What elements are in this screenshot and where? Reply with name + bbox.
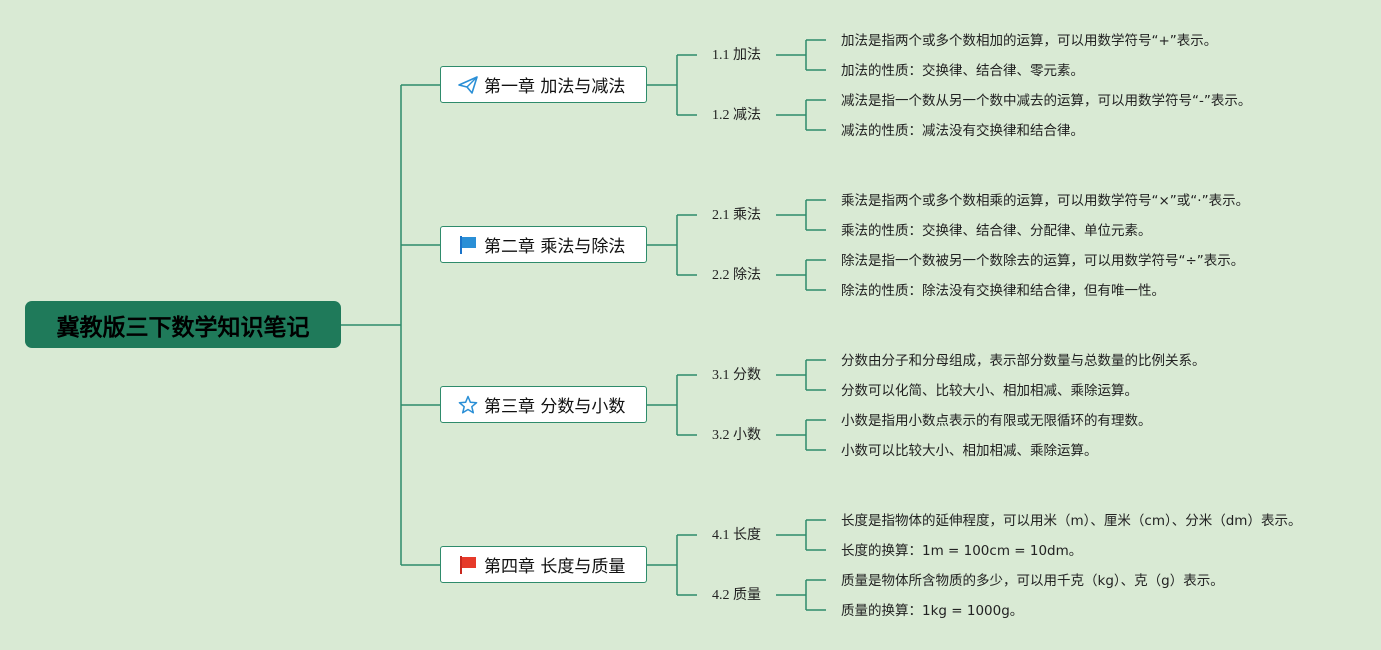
section-3-1[interactable]: 3.1 分数 [712,368,761,383]
note-1-2-b[interactable]: 减法的性质：减法没有交换律和结合律。 [841,123,1084,139]
chapter-2-label: 第二章 乘法与除法 [484,237,626,257]
note-3-2-b[interactable]: 小数可以比较大小、相加相减、乘除运算。 [841,443,1098,459]
section-3-2[interactable]: 3.2 小数 [712,428,761,443]
blue-flag-icon [458,235,478,255]
paper-plane-icon [458,75,478,95]
chapter-4-label: 第四章 长度与质量 [484,557,626,577]
note-2-2-b[interactable]: 除法的性质：除法没有交换律和结合律，但有唯一性。 [841,283,1165,299]
section-1-1[interactable]: 1.1 加法 [712,48,761,63]
root-title: 冀教版三下数学知识笔记 [56,314,310,341]
note-2-2-a[interactable]: 除法是指一个数被另一个数除去的运算，可以用数学符号“÷”表示。 [841,253,1245,269]
chapter-1-label: 第一章 加法与减法 [484,77,626,97]
note-1-2-a[interactable]: 减法是指一个数从另一个数中减去的运算，可以用数学符号“-”表示。 [841,93,1252,109]
chapter-1-node[interactable]: 第一章 加法与减法 [440,66,647,103]
section-4-1[interactable]: 4.1 长度 [712,528,761,543]
section-1-2[interactable]: 1.2 减法 [712,108,761,123]
section-2-2[interactable]: 2.2 除法 [712,268,761,283]
chapter-4-node[interactable]: 第四章 长度与质量 [440,546,647,583]
root-topic[interactable]: 冀教版三下数学知识笔记 [25,301,341,348]
note-2-1-b[interactable]: 乘法的性质：交换律、结合律、分配律、单位元素。 [841,223,1152,239]
chapter-3-label: 第三章 分数与小数 [484,397,626,417]
chapter-3-node[interactable]: 第三章 分数与小数 [440,386,647,423]
note-4-1-a[interactable]: 长度是指物体的延伸程度，可以用米（m）、厘米（cm）、分米（dm）表示。 [841,513,1302,529]
chapter-2-node[interactable]: 第二章 乘法与除法 [440,226,647,263]
star-icon [458,395,478,415]
note-3-2-a[interactable]: 小数是指用小数点表示的有限或无限循环的有理数。 [841,413,1152,429]
note-1-1-b[interactable]: 加法的性质：交换律、结合律、零元素。 [841,63,1084,79]
note-4-2-a[interactable]: 质量是物体所含物质的多少，可以用千克（kg）、克（g）表示。 [841,573,1224,589]
section-4-2[interactable]: 4.2 质量 [712,588,761,603]
section-2-1[interactable]: 2.1 乘法 [712,208,761,223]
note-1-1-a[interactable]: 加法是指两个或多个数相加的运算，可以用数学符号“+”表示。 [841,33,1218,49]
note-2-1-a[interactable]: 乘法是指两个或多个数相乘的运算，可以用数学符号“×”或“·”表示。 [841,193,1250,209]
note-4-2-b[interactable]: 质量的换算：1kg = 1000g。 [841,603,1024,619]
note-3-1-b[interactable]: 分数可以化简、比较大小、相加相减、乘除运算。 [841,383,1138,399]
red-flag-icon [458,555,478,575]
note-4-1-b[interactable]: 长度的换算：1m = 100cm = 10dm。 [841,543,1083,559]
note-3-1-a[interactable]: 分数由分子和分母组成，表示部分数量与总数量的比例关系。 [841,353,1206,369]
